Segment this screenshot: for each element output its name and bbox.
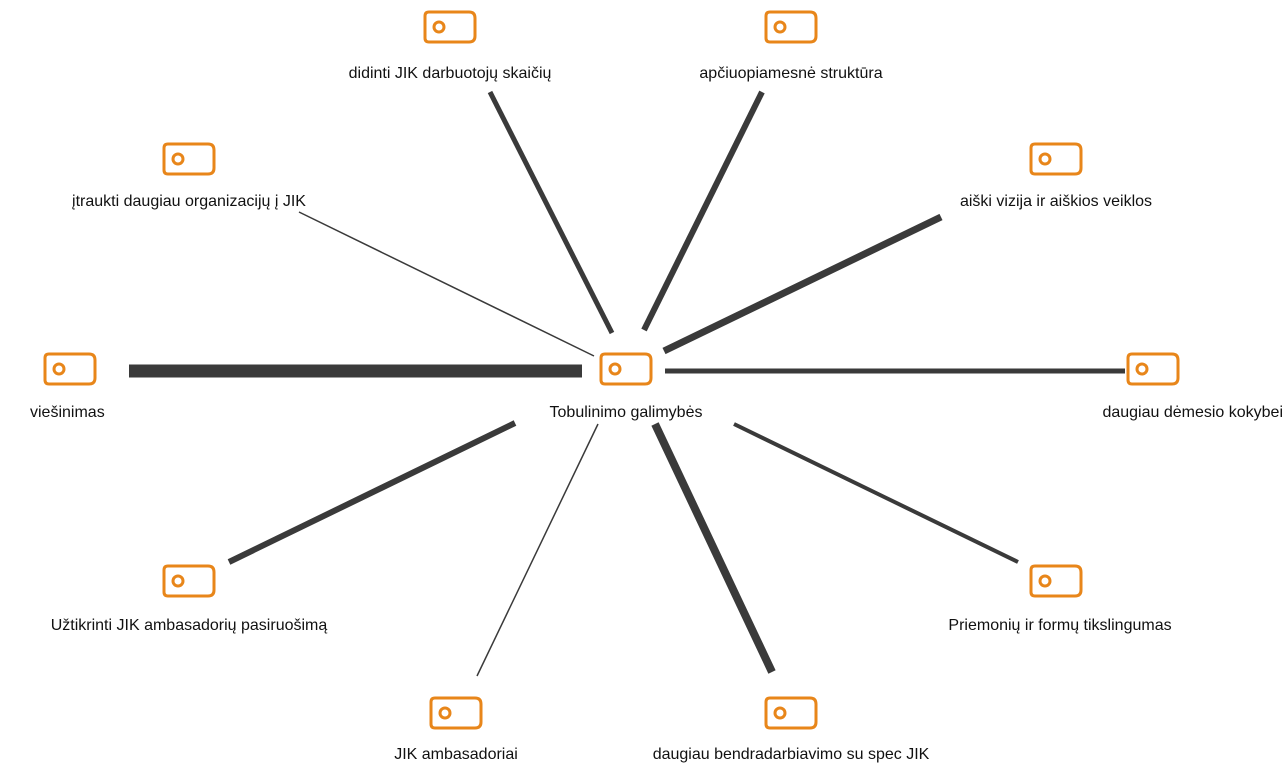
tag-icon-hole <box>438 706 452 720</box>
node-viesinimas[interactable]: viešinimas <box>30 352 105 421</box>
tag-icon-body <box>43 352 97 386</box>
tag-icon[interactable] <box>429 696 483 730</box>
tag-icon-body <box>1126 352 1180 386</box>
node-label-apciuopiamesne: apčiuopiamesnė struktūra <box>699 65 882 82</box>
tag-icon-hole <box>608 362 622 376</box>
node-bendradarbiavimo[interactable]: daugiau bendradarbiavimo su spec JIK <box>653 696 930 763</box>
tag-icon[interactable] <box>1029 564 1083 598</box>
tag-icon[interactable] <box>764 10 818 44</box>
tag-icon[interactable] <box>162 564 216 598</box>
node-center[interactable]: Tobulinimo galimybės <box>550 352 703 421</box>
tag-icon[interactable] <box>1029 142 1083 176</box>
node-daugiau_demesio[interactable]: daugiau dėmesio kokybei <box>1102 352 1283 421</box>
node-ambasadoriai[interactable]: JIK ambasadoriai <box>394 696 518 763</box>
tag-icon[interactable] <box>764 696 818 730</box>
tag-icon-hole <box>171 574 185 588</box>
node-didinti[interactable]: didinti JIK darbuotojų skaičių <box>349 10 552 82</box>
node-label-viesinimas: viešinimas <box>30 404 105 421</box>
node-label-uztikrinti: Užtikrinti JIK ambasadorių pasiruošimą <box>51 617 328 634</box>
edge-didinti <box>487 90 615 335</box>
node-label-didinti: didinti JIK darbuotojų skaičių <box>349 65 552 82</box>
edge-priemoniu <box>733 422 1019 564</box>
tag-icon-body <box>1029 142 1083 176</box>
node-uztikrinti[interactable]: Užtikrinti JIK ambasadorių pasiruošimą <box>51 564 328 634</box>
node-priemoniu[interactable]: Priemonių ir formų tikslingumas <box>948 564 1172 634</box>
edge-apciuopiamesne <box>641 90 765 332</box>
node-apciuopiamesne[interactable]: apčiuopiamesnė struktūra <box>699 10 883 82</box>
tag-icon[interactable] <box>43 352 97 386</box>
tag-icon[interactable] <box>1126 352 1180 386</box>
node-label-itraukti: įtraukti daugiau organizacijų į JIK <box>72 193 306 210</box>
tag-icon-body <box>423 10 477 44</box>
tag-icon-hole <box>1038 152 1052 166</box>
node-itraukti[interactable]: įtraukti daugiau organizacijų į JIK <box>72 142 306 210</box>
node-label-bendradarbiavimo: daugiau bendradarbiavimo su spec JIK <box>653 746 930 763</box>
tag-icon-hole <box>773 706 787 720</box>
edge-uztikrinti <box>227 420 517 565</box>
edges-layer <box>129 90 1125 677</box>
tag-icon-body <box>162 564 216 598</box>
node-label-aiski: aiški vizija ir aiškios veiklos <box>960 193 1152 210</box>
edge-bendradarbiavimo <box>651 422 776 674</box>
tag-icon-body <box>429 696 483 730</box>
edge-itraukti <box>298 211 595 357</box>
node-label-priemoniu: Priemonių ir formų tikslingumas <box>948 617 1171 634</box>
tag-icon[interactable] <box>423 10 477 44</box>
edge-aiski <box>662 213 943 355</box>
node-aiski[interactable]: aiški vizija ir aiškios veiklos <box>960 142 1152 210</box>
tag-icon-body <box>599 352 653 386</box>
tag-icon-hole <box>1038 574 1052 588</box>
tag-icon-body <box>162 142 216 176</box>
tag-icon-hole <box>1135 362 1149 376</box>
tag-icon[interactable] <box>599 352 653 386</box>
tag-icon-hole <box>52 362 66 376</box>
tag-icon-hole <box>432 20 446 34</box>
tag-icon[interactable] <box>162 142 216 176</box>
node-label-daugiau_demesio: daugiau dėmesio kokybei <box>1102 404 1283 421</box>
node-label-ambasadoriai: JIK ambasadoriai <box>394 746 518 763</box>
tag-icon-body <box>764 10 818 44</box>
tag-icon-hole <box>773 20 787 34</box>
node-label-center: Tobulinimo galimybės <box>550 404 703 421</box>
nodes-layer: Tobulinimo galimybės didinti JIK darbuoto… <box>30 10 1283 763</box>
edge-ambasadoriai <box>476 423 599 677</box>
tag-icon-body <box>764 696 818 730</box>
tag-icon-hole <box>171 152 185 166</box>
tag-icon-body <box>1029 564 1083 598</box>
